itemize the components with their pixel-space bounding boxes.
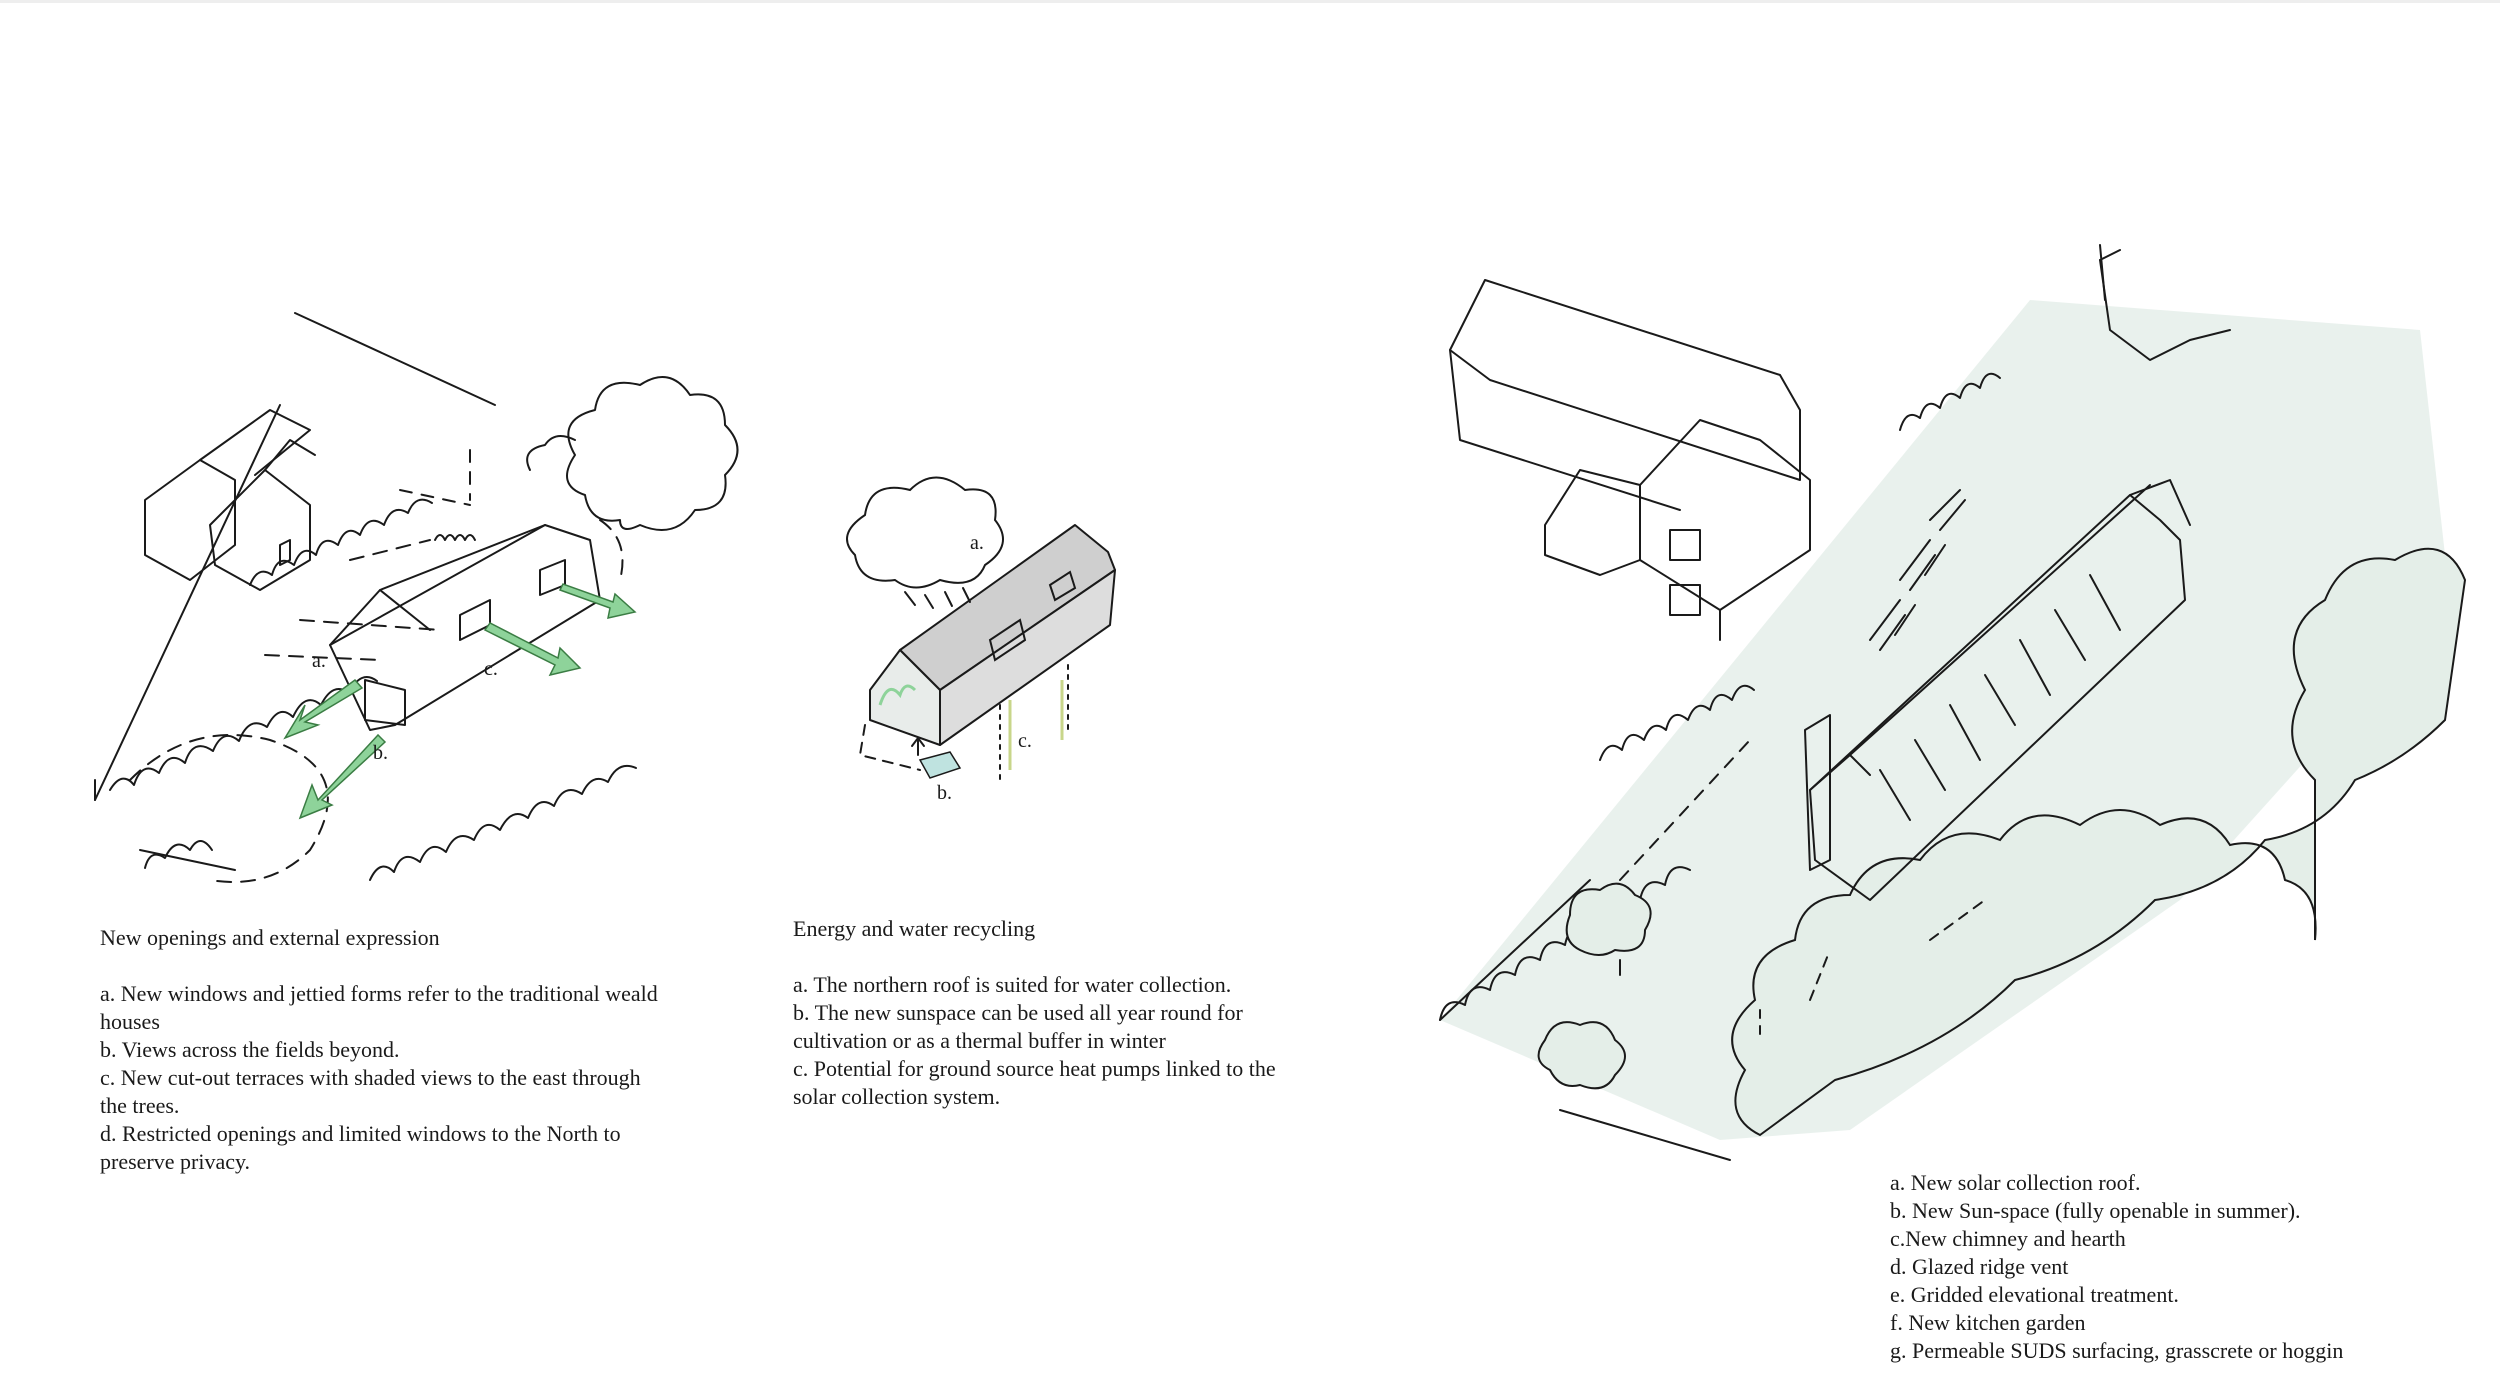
caption-item: e. Gridded elevational treatment. [1890, 1281, 2490, 1309]
caption-item: d. Restricted openings and limited windo… [100, 1120, 660, 1176]
caption-title: Energy and water recycling [793, 915, 1293, 943]
caption-item: c. New cut-out terraces with shaded view… [100, 1064, 660, 1120]
caption-site-key: a. New solar collection roof. b. New Sun… [1890, 1169, 2490, 1365]
caption-item: b. New Sun-space (fully openable in summ… [1890, 1197, 2490, 1225]
caption-item: b. Views across the fields beyond. [100, 1036, 660, 1064]
caption-energy-water: Energy and water recycling a. The northe… [793, 915, 1293, 1111]
caption-item: g. Permeable SUDS surfacing, grasscrete … [1890, 1337, 2490, 1365]
caption-item: c. Potential for ground source heat pump… [793, 1055, 1293, 1111]
caption-item: c.New chimney and hearth [1890, 1225, 2490, 1253]
caption-item: a. The northern roof is suited for water… [793, 971, 1293, 999]
caption-item: a. New solar collection roof. [1890, 1169, 2490, 1197]
caption-title: New openings and external expression [100, 924, 660, 952]
caption-openings-expression: New openings and external expression a. … [100, 924, 660, 1176]
caption-item: f. New kitchen garden [1890, 1309, 2490, 1337]
caption-item: d. Glazed ridge vent [1890, 1253, 2490, 1281]
caption-item: b. The new sunspace can be used all year… [793, 999, 1293, 1055]
caption-item: a. New windows and jettied forms refer t… [100, 980, 660, 1036]
